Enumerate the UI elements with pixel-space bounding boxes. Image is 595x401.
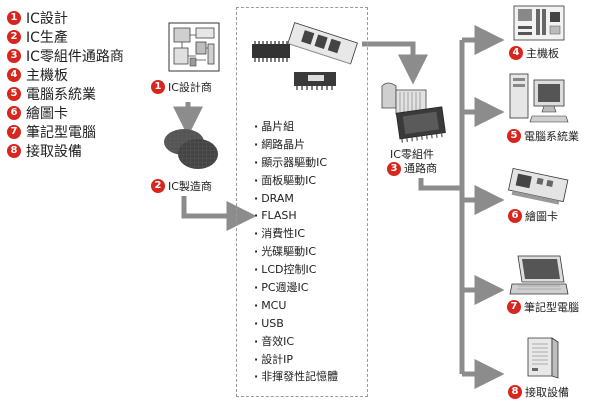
graphics-card-icon [508, 167, 569, 205]
legend-item-ic-distributor: 3 IC零組件通路商 [7, 46, 124, 65]
step-badge: 2 [7, 29, 21, 44]
step-badge: 1 [7, 10, 21, 25]
legend-label: IC零組件通路商 [26, 48, 124, 65]
output-label: 筆記型電腦 [524, 301, 579, 314]
step-badge: 4 [7, 67, 21, 82]
product-box [236, 7, 368, 397]
product-item: 消費性IC [254, 225, 338, 243]
product-item: MCU [254, 297, 338, 315]
node-label-line2: 通路商 [404, 162, 437, 175]
motherboard-icon [513, 5, 565, 41]
product-list: 晶片組 網路晶片 顯示器驅動IC 面板驅動IC DRAM FLASH 消費性IC… [254, 118, 338, 386]
step-badge: 6 [7, 105, 21, 120]
product-item: 光碟驅動IC [254, 243, 338, 261]
legend-label: 繪圖卡 [26, 105, 68, 122]
step-badge: 8 [508, 385, 522, 399]
legend-label: IC生產 [26, 29, 68, 46]
legend-label: IC設計 [26, 10, 68, 27]
output-label: 電腦系統業 [524, 130, 579, 143]
step-badge: 3 [387, 162, 401, 176]
legend-label: 接取設備 [26, 143, 82, 160]
product-item: 設計IP [254, 351, 338, 369]
legend-item-ic-production: 2 IC生產 [7, 27, 124, 46]
ic-chips-icon [252, 22, 358, 90]
step-badge: 6 [508, 209, 522, 223]
step-badge: 2 [151, 179, 165, 193]
circuit-layout-icon [168, 22, 220, 72]
step-badge: 3 [7, 48, 21, 63]
product-item: PC週邊IC [254, 279, 338, 297]
legend-label: 筆記型電腦 [26, 124, 96, 141]
node-label: IC製造商 [168, 180, 212, 193]
legend-item-computer-systems: 5 電腦系統業 [7, 84, 124, 103]
arrow-distributor-trunk [418, 178, 462, 191]
product-item: 面板驅動IC [254, 172, 338, 190]
product-item: 晶片組 [254, 118, 338, 136]
product-item: FLASH [254, 207, 338, 225]
step-badge: 7 [7, 124, 21, 139]
legend-item-access-equipment: 8 接取設備 [7, 141, 124, 160]
product-item: 顯示器驅動IC [254, 154, 338, 172]
laptop-icon [509, 255, 569, 295]
legend-item-motherboard: 4 主機板 [7, 65, 124, 84]
product-item: 非揮發性記憶體 [254, 368, 338, 386]
wafer-icon [164, 129, 218, 169]
arrow-products-to-distributor [362, 41, 428, 85]
product-item: DRAM [254, 190, 338, 208]
product-item: 音效IC [254, 333, 338, 351]
arrow-fab-to-products [181, 196, 257, 231]
step-badge: 1 [151, 80, 165, 94]
step-badge: 5 [507, 129, 521, 143]
node-label: IC設計商 [168, 81, 212, 94]
step-badge: 7 [507, 300, 521, 314]
distributor-building-icon [381, 82, 446, 143]
legend-item-ic-design: 1 IC設計 [7, 8, 124, 27]
output-label: 主機板 [526, 47, 559, 60]
output-label: 接取設備 [525, 386, 569, 399]
step-badge: 4 [509, 46, 523, 60]
legend: 1 IC設計 2 IC生產 3 IC零組件通路商 4 主機板 5 電腦系統業 6 繪圖卡 7… [7, 8, 124, 160]
step-badge: 8 [7, 143, 21, 158]
legend-label: 主機板 [26, 67, 68, 84]
product-item: 網路晶片 [254, 136, 338, 154]
output-label: 繪圖卡 [525, 210, 558, 223]
legend-label: 電腦系統業 [26, 86, 96, 103]
node-label-line1: IC零組件 [390, 148, 434, 161]
legend-item-notebook: 7 筆記型電腦 [7, 122, 124, 141]
step-badge: 5 [7, 86, 21, 101]
product-item: LCD控制IC [254, 261, 338, 279]
access-device-icon [527, 337, 559, 379]
desktop-computer-icon [509, 73, 569, 123]
product-item: USB [254, 315, 338, 333]
legend-item-graphics-card: 6 繪圖卡 [7, 103, 124, 122]
